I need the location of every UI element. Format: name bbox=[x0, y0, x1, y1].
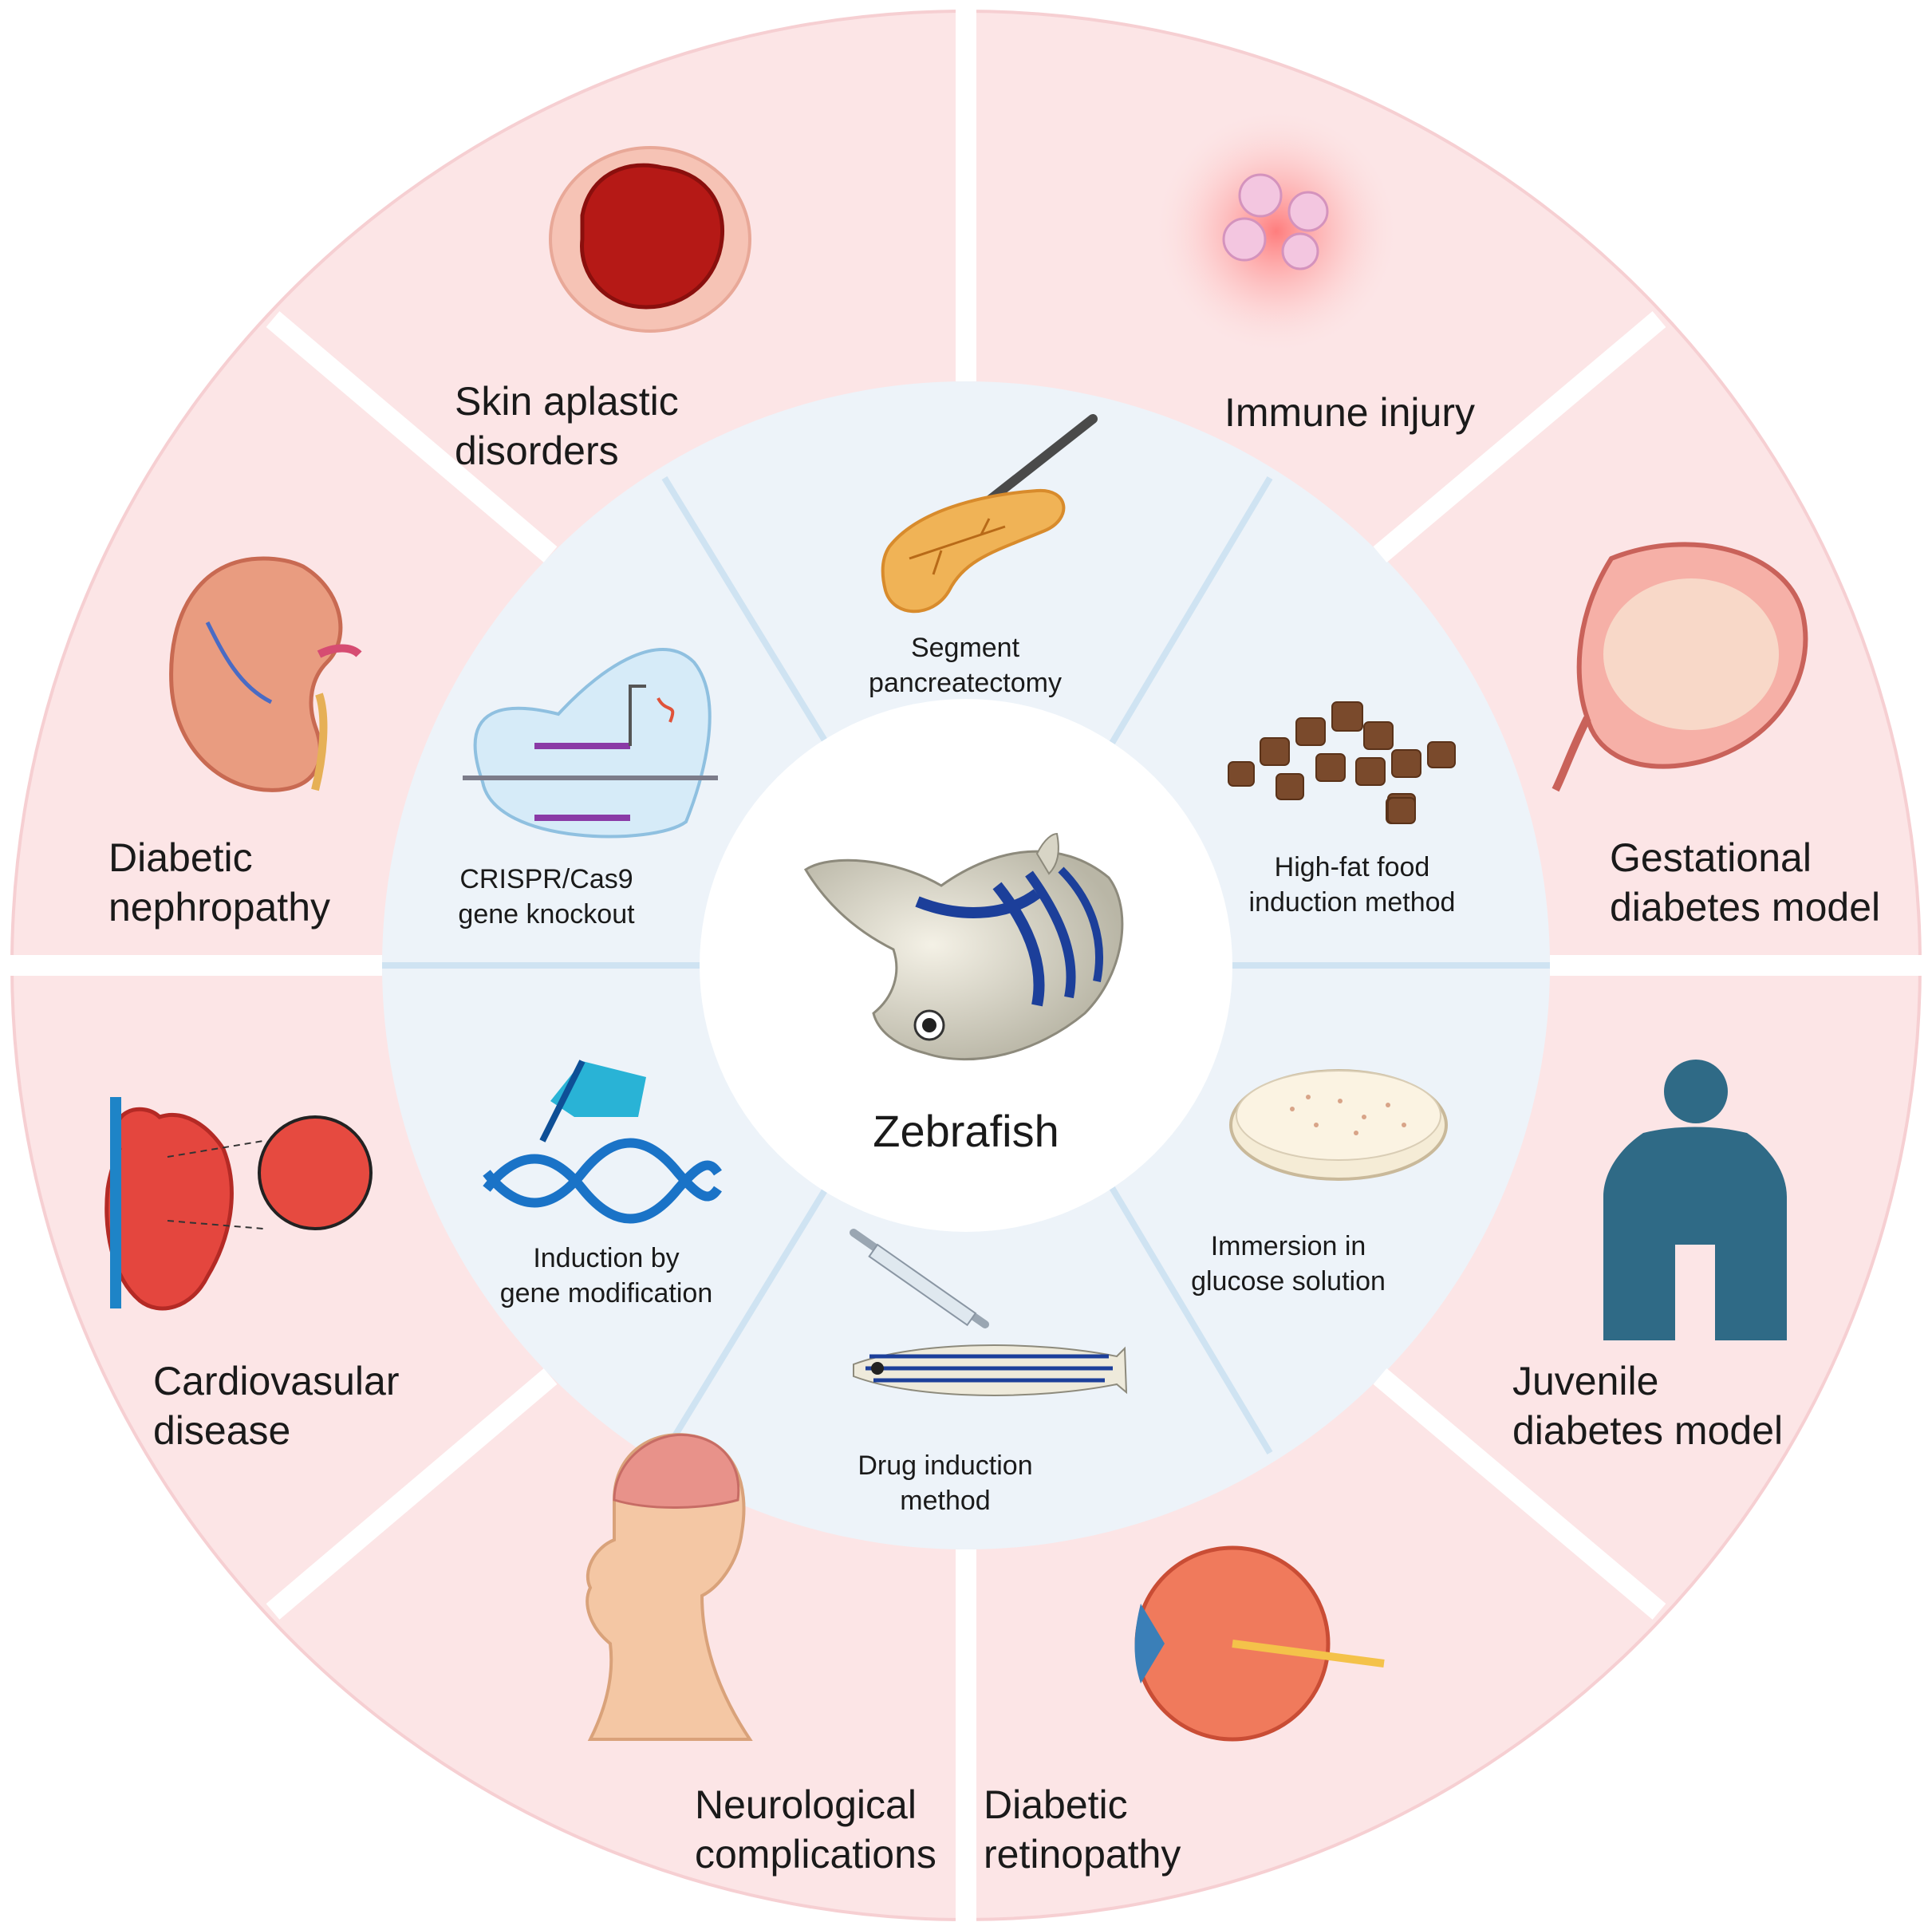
skin-wound-icon bbox=[549, 146, 751, 333]
outer-label-immune: Immune injury bbox=[1224, 390, 1475, 435]
scalpel-pancreas-icon bbox=[881, 414, 1098, 614]
outer-label-nephropathy: Diabetic nephropathy bbox=[108, 835, 331, 929]
eye-icon bbox=[1134, 1545, 1385, 1742]
outer-label-cardio: Cardiovasular disease bbox=[153, 1359, 400, 1453]
dna-hand-icon bbox=[483, 1060, 722, 1224]
inner-label-crispr: CRISPR/Cas9 gene knockout bbox=[458, 864, 635, 929]
fetus-uterus-icon bbox=[1552, 542, 1808, 792]
petri-dish-icon bbox=[1229, 1069, 1448, 1181]
child-silhouette-icon bbox=[1603, 1060, 1787, 1340]
inner-label-high-fat: High-fat food induction method bbox=[1248, 852, 1456, 918]
heart-icon bbox=[104, 1097, 373, 1311]
inner-label-pancreatectomy: Segment pancreatectomy bbox=[869, 633, 1062, 698]
outer-label-retinopathy: Diabetic retinopathy bbox=[984, 1782, 1181, 1877]
syringe-fish-icon bbox=[850, 1229, 1128, 1396]
head-brain-icon bbox=[586, 1433, 753, 1741]
inner-label-gene-mod: Induction by gene modification bbox=[499, 1243, 713, 1308]
immune-cells-icon bbox=[1157, 112, 1396, 351]
outer-label-skin: Skin aplastic disorders bbox=[455, 379, 679, 473]
inner-label-glucose: Immersion in glucose solution bbox=[1191, 1231, 1386, 1297]
outer-label-gestational: Gestational diabetes model bbox=[1610, 835, 1881, 929]
kidney-icon bbox=[169, 556, 362, 792]
outer-label-juvenile: Juvenile diabetes model bbox=[1512, 1359, 1784, 1453]
inner-dividers bbox=[382, 476, 1550, 1455]
center-label: Zebrafish bbox=[873, 1106, 1059, 1156]
outer-label-neuro: Neurological complications bbox=[695, 1782, 936, 1877]
inner-label-drug: Drug induction method bbox=[858, 1450, 1033, 1516]
food-pellets-icon bbox=[1228, 701, 1456, 824]
zebrafish-icon bbox=[803, 832, 1124, 1061]
crispr-cas9-icon bbox=[463, 648, 718, 839]
